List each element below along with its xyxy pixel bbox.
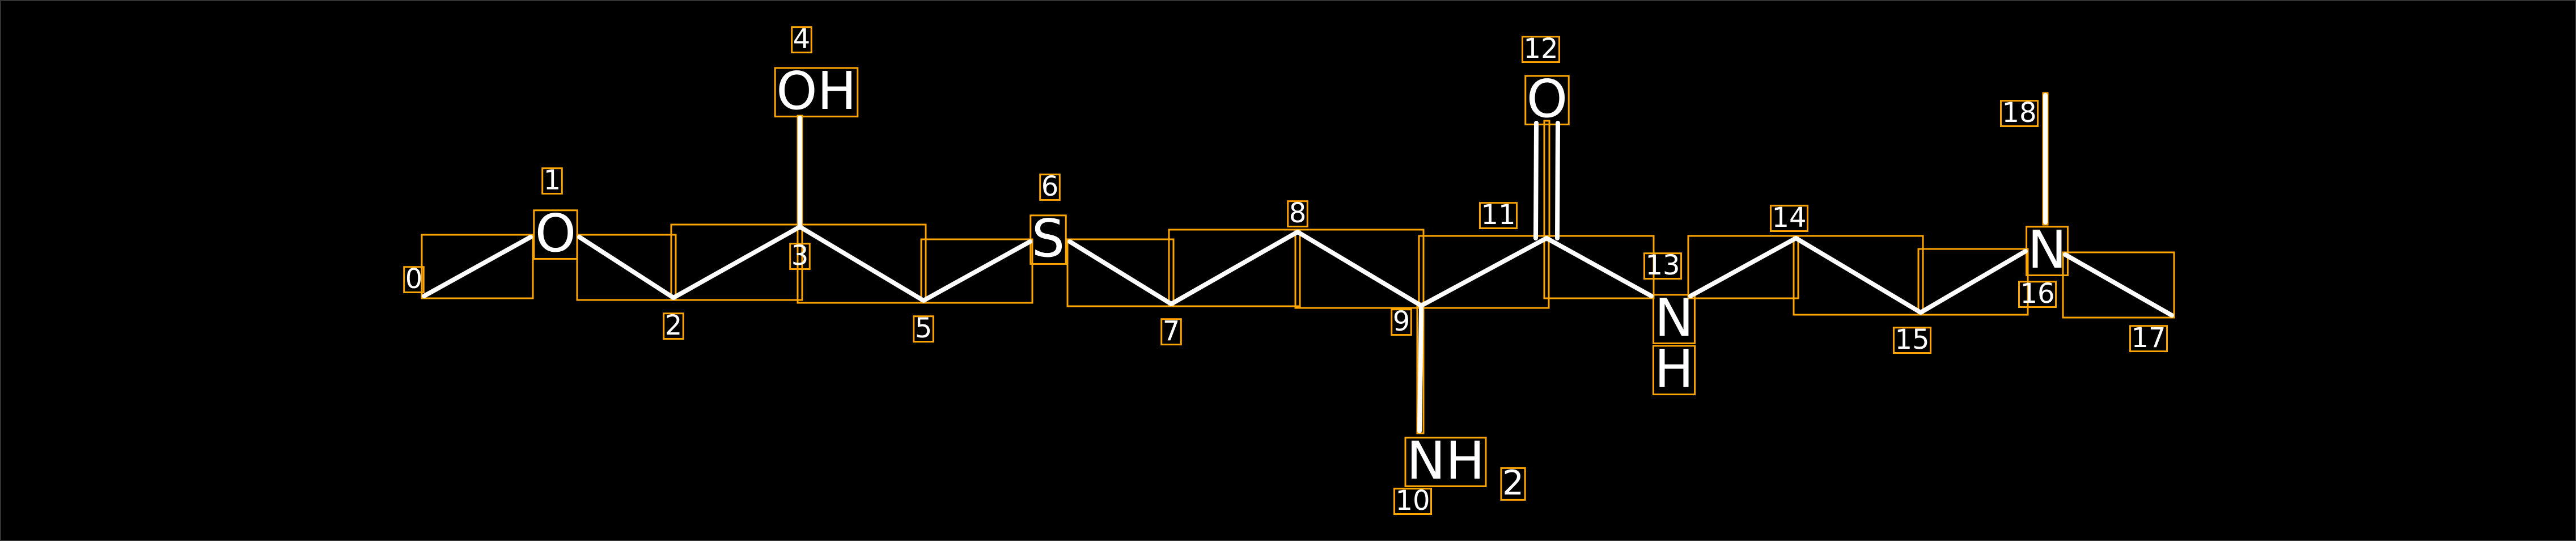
bond xyxy=(1169,230,1300,306)
label-box xyxy=(913,315,934,343)
atom-index: 3 xyxy=(791,240,809,272)
atom-index: 0 xyxy=(405,263,423,295)
label-box xyxy=(791,26,812,54)
label-box xyxy=(1039,174,1061,201)
atom-index: 12 xyxy=(1523,33,1558,65)
label-box xyxy=(2129,325,2168,353)
bond xyxy=(1419,236,1549,308)
atom-label: NH xyxy=(1406,430,1485,491)
atom-label: O xyxy=(1527,69,1567,129)
bond xyxy=(577,235,676,300)
label-box xyxy=(1652,345,1696,395)
label-box xyxy=(1287,200,1308,228)
bond xyxy=(1544,236,1654,298)
atom-index: 17 xyxy=(2131,322,2166,354)
bond xyxy=(1295,230,1423,308)
bond-box xyxy=(1066,238,1175,307)
label-box xyxy=(1524,75,1570,125)
atom-index: 5 xyxy=(915,312,933,344)
bond xyxy=(1067,239,1173,306)
bond xyxy=(1688,236,1798,298)
label-box xyxy=(1521,36,1561,64)
bond-box xyxy=(796,223,927,304)
bond-box xyxy=(1687,235,1799,299)
atom-index: 6 xyxy=(1041,171,1059,202)
label-box xyxy=(533,209,578,260)
label-box xyxy=(1160,318,1182,346)
atom-index: 11 xyxy=(1481,199,1515,231)
atom-label: S xyxy=(1032,208,1065,269)
atom-index: 13 xyxy=(1645,250,1680,281)
atom-index: 4 xyxy=(793,23,811,55)
bond-box xyxy=(1294,229,1425,309)
label-box xyxy=(1999,100,2039,128)
label-box xyxy=(1404,437,1487,487)
bond xyxy=(798,225,926,303)
label-box xyxy=(1653,294,1696,344)
label-box xyxy=(1478,202,1518,230)
bonds xyxy=(422,93,2174,433)
atom-index: 8 xyxy=(1289,197,1307,229)
bond-box xyxy=(1168,229,1301,307)
atom-index: 1 xyxy=(544,164,561,196)
atom-index: 9 xyxy=(1393,306,1410,337)
bond xyxy=(1794,236,1923,315)
atom-label: N xyxy=(1655,288,1694,348)
label-box xyxy=(774,67,859,117)
bond xyxy=(671,225,802,300)
bond xyxy=(1918,249,2028,315)
bond xyxy=(921,239,1032,303)
bond-box xyxy=(1793,235,1924,316)
atom-index: 15 xyxy=(1895,324,1929,356)
bond-box xyxy=(1543,235,1655,299)
label-box xyxy=(663,312,684,340)
bond xyxy=(2063,252,2174,318)
atom-label: O xyxy=(535,203,576,264)
atom-index: 2 xyxy=(665,310,683,341)
atom-index: 16 xyxy=(2020,278,2054,310)
label-box xyxy=(1643,252,1683,280)
bond-box xyxy=(670,223,803,301)
atom-index: 14 xyxy=(1772,202,1806,234)
label-box xyxy=(789,243,811,270)
bond-box xyxy=(576,234,677,301)
label-box xyxy=(541,167,563,195)
bond xyxy=(1417,303,1423,433)
label-box xyxy=(1769,205,1809,233)
atom-subscript: 2 xyxy=(1502,463,1524,503)
atom-index: 7 xyxy=(1163,315,1180,347)
atom-label-hydrogen: H xyxy=(1654,339,1693,399)
double-bond-line xyxy=(1555,121,1560,240)
label-box xyxy=(1500,467,1526,501)
label-box xyxy=(1393,488,1433,515)
atom-label: N xyxy=(2028,219,2067,280)
label-box xyxy=(2018,281,2057,308)
atom-index: 10 xyxy=(1395,485,1430,517)
atom-index: 18 xyxy=(2002,97,2036,129)
bond-box xyxy=(2062,251,2175,319)
bond-box xyxy=(1418,235,1550,309)
label-box xyxy=(1391,308,1412,336)
bond xyxy=(422,235,533,298)
label-box xyxy=(403,266,425,294)
atom-label: OH xyxy=(776,61,857,121)
label-box xyxy=(1892,327,1932,354)
bond-box xyxy=(920,238,1033,304)
